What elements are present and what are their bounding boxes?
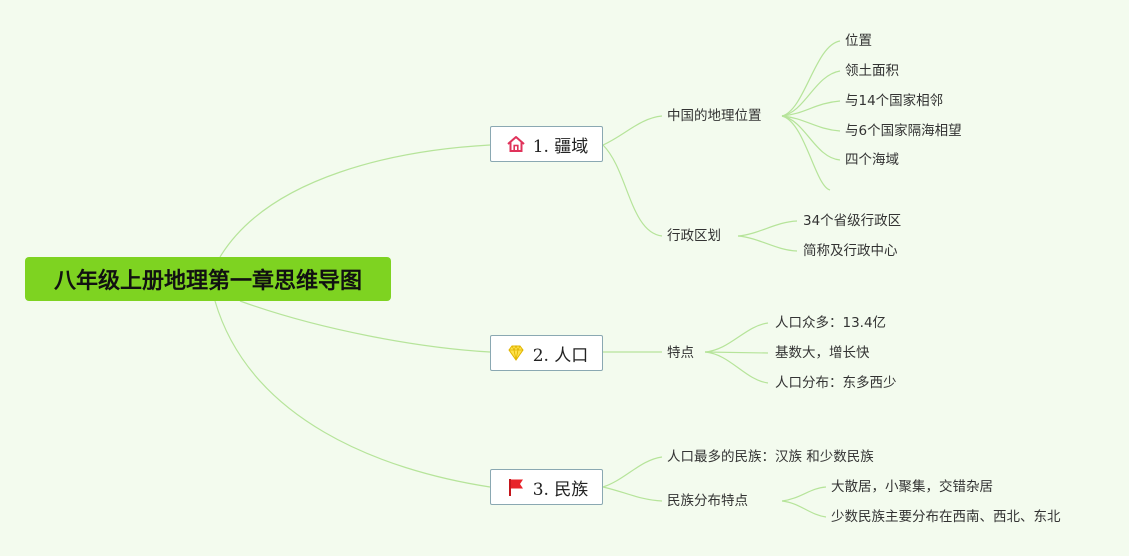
- root-title: 八年级上册地理第一章思维导图: [53, 269, 362, 294]
- leaf-node[interactable]: 领土面积: [845, 63, 899, 79]
- subtopic-largest-ethnic-group[interactable]: 人口最多的民族：汉族 和少数民族: [667, 449, 874, 465]
- subtopic-administrative-division[interactable]: 行政区划: [667, 228, 721, 244]
- leaf-node[interactable]: 四个海域: [845, 152, 899, 168]
- leaf-node[interactable]: 人口分布：东多西少: [775, 375, 897, 391]
- leaf-node[interactable]: 人口众多：13.4亿: [775, 315, 887, 331]
- link-root-topic2: [239, 300, 491, 353]
- home-icon: [505, 133, 527, 155]
- link-root-topic3: [214, 300, 491, 488]
- topic-label: 2. 人口: [532, 345, 589, 366]
- topic-territory[interactable]: 1. 疆域: [490, 126, 603, 162]
- leaf-node[interactable]: 与14个国家相邻: [845, 93, 944, 109]
- topic-label: 1. 疆域: [532, 136, 589, 157]
- diamond-icon: [505, 342, 527, 364]
- leaf-node[interactable]: 与6个国家隔海相望: [845, 123, 962, 139]
- leaf-node[interactable]: 34个省级行政区: [803, 213, 902, 229]
- subtopic-ethnic-distribution[interactable]: 民族分布特点: [667, 493, 748, 509]
- subtopic-geographic-location[interactable]: 中国的地理位置: [667, 108, 762, 124]
- topic-population[interactable]: 2. 人口: [490, 335, 603, 371]
- topic-label: 3. 民族: [532, 479, 589, 500]
- link-root-topic1: [219, 144, 491, 258]
- subtopic-population-features[interactable]: 特点: [667, 345, 694, 361]
- flag-icon: [505, 476, 527, 498]
- leaf-node[interactable]: 基数大，增长快: [775, 345, 870, 361]
- link-topic3-distribution: [602, 486, 663, 502]
- root-topic[interactable]: 八年级上册地理第一章思维导图: [25, 257, 391, 301]
- leaf-node[interactable]: 少数民族主要分布在西南、西北、东北: [831, 509, 1061, 525]
- link-topic1-location: [602, 115, 663, 146]
- leaf-node[interactable]: 大散居，小聚集，交错杂居: [831, 479, 993, 495]
- topic-ethnic-groups[interactable]: 3. 民族: [490, 469, 603, 505]
- leaf-node[interactable]: 简称及行政中心: [803, 243, 898, 259]
- link-topic3-largest: [602, 456, 663, 488]
- leaf-node[interactable]: 位置: [845, 33, 872, 49]
- link-topic1-admin: [602, 144, 663, 237]
